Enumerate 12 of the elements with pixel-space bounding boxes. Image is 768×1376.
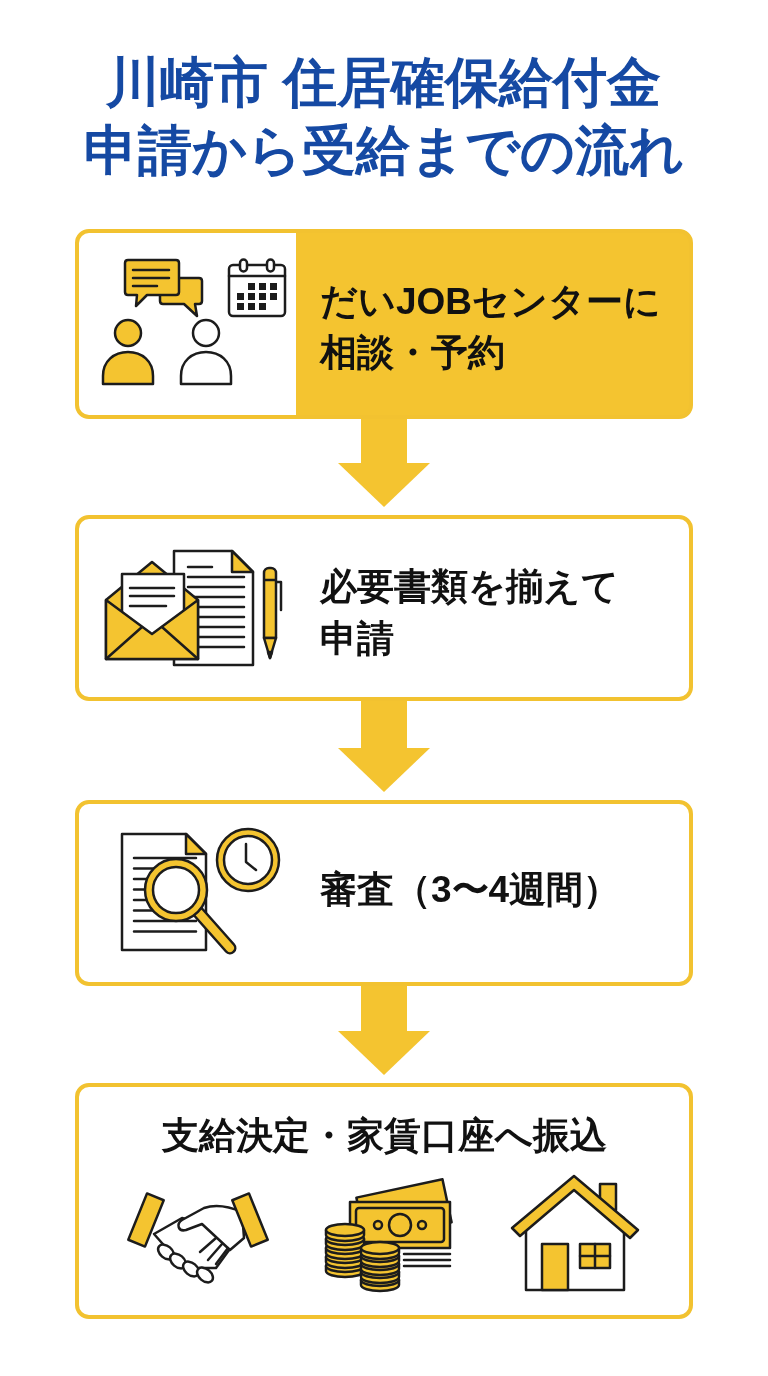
arrow xyxy=(338,701,430,792)
step-text: 必要書類を揃えて申請 xyxy=(320,565,620,661)
arrow xyxy=(338,419,430,507)
title: 川崎市 住居確保給付金申請から受給までの流れ xyxy=(83,51,685,182)
arrow xyxy=(338,986,430,1075)
process-box xyxy=(75,515,693,701)
process-box xyxy=(75,1083,693,1319)
step-text: 審査（3〜4週間） xyxy=(320,868,621,912)
step-text: だいJOBセンターに相談・予約 xyxy=(320,280,663,375)
step-text: 支給決定・家賃口座へ振込 xyxy=(161,1114,607,1158)
process-box xyxy=(75,800,693,986)
process-box xyxy=(75,229,693,419)
